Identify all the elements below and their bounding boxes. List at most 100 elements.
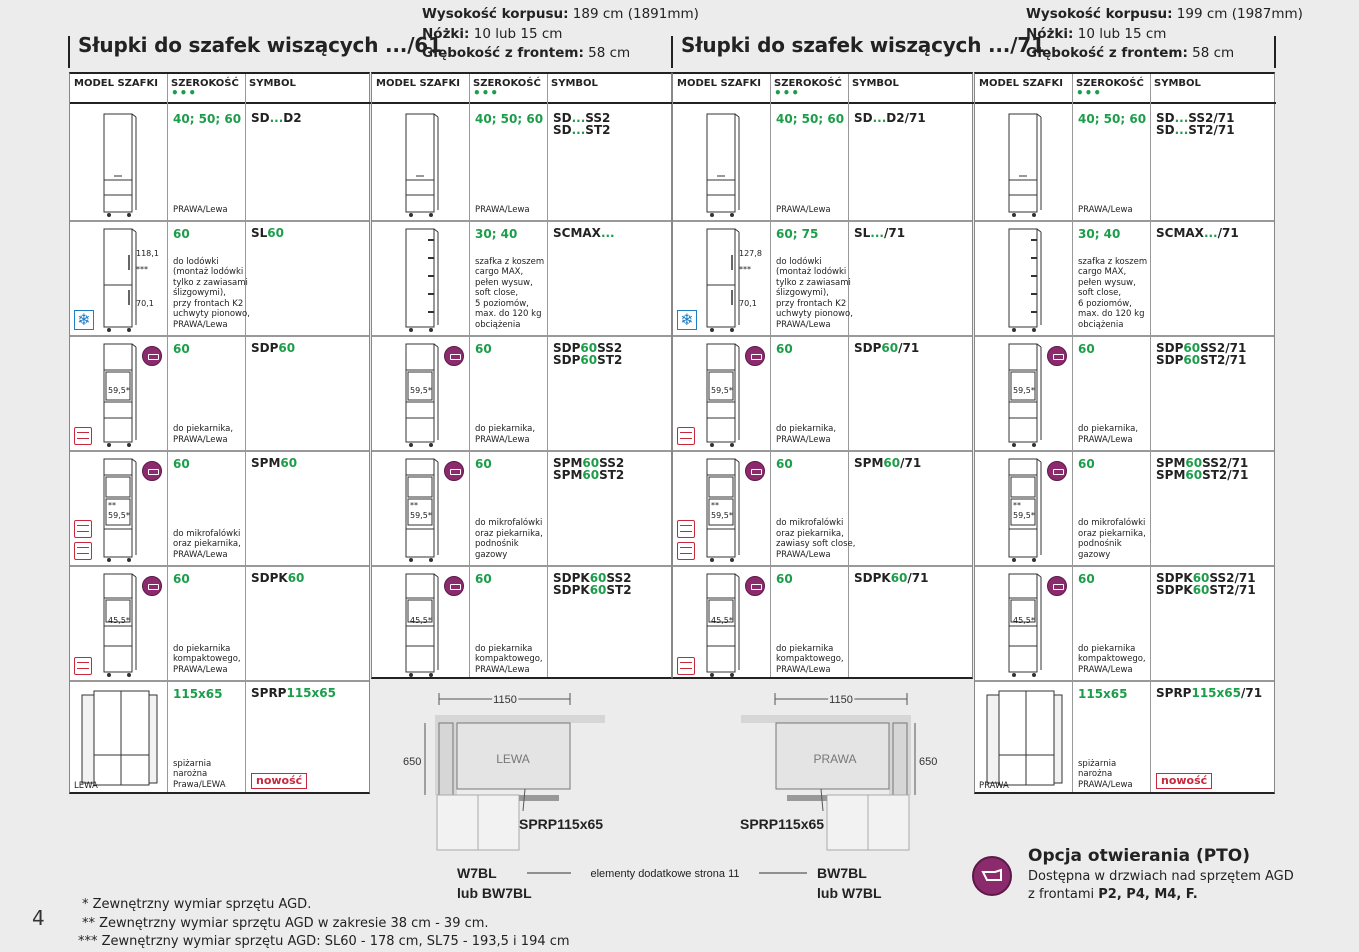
row-divider (975, 450, 1274, 452)
variant-note: szafka z koszem cargo MAX, pełen wysuw, … (475, 256, 545, 330)
fridge-snowflake-icon: ❄ (74, 310, 94, 330)
width-values: 60 (475, 457, 492, 471)
new-badge: nowość (1156, 773, 1213, 789)
row-divider (372, 220, 671, 222)
column-divider (770, 74, 771, 677)
dimension-label: 59,5* (1013, 386, 1035, 395)
section-title-left: Słupki do szafek wiszących .../61 (78, 33, 442, 57)
column-divider (167, 74, 168, 792)
fridge-snowflake-icon: ❄ (677, 310, 697, 330)
plan-left-side-a: W7BL (457, 865, 497, 881)
footnote-3: *** Zewnętrzny wymiar sprzętu AGD: SL60 … (78, 934, 570, 949)
corner-plan-diagrams: 1150 LEWA 650 SPRP115x65 W7BL lub BW7BL … (403, 692, 937, 901)
cabinet-drawing (103, 113, 137, 217)
cabinet-drawing (405, 113, 439, 217)
width-values: 60 (1078, 572, 1095, 586)
width-values: 60; 75 (776, 227, 819, 241)
variant-note: do piekarnika kompaktowego, PRAWA/Lewa (475, 643, 543, 675)
pto-line2: z frontami P2, P4, M4, F. (1028, 887, 1198, 902)
dimension-label: 59,5* (108, 386, 130, 395)
width-values: 40; 50; 60 (776, 112, 845, 126)
oven-icon (74, 427, 92, 445)
column-header-dots: ••• (171, 86, 198, 100)
width-values: 40; 50; 60 (475, 112, 544, 126)
symbol-code: SD...D2/71 (854, 111, 926, 125)
dimension-label: ** (410, 501, 418, 510)
column-header-width: SZEROKOŚĆ••• (469, 74, 547, 104)
row-divider (70, 220, 369, 222)
width-values: 40; 50; 60 (173, 112, 242, 126)
variant-note: PRAWA/Lewa (776, 204, 831, 215)
corner-side-label: PRAWA (979, 781, 1009, 791)
page-number: 4 (32, 906, 45, 930)
row-divider (673, 220, 972, 222)
row-divider (372, 565, 671, 567)
symbol-code: SDPK60 (251, 571, 305, 585)
variant-note: PRAWA/Lewa (1078, 204, 1133, 215)
variant-note: do lodówki (montaż lodówki tylko z zawia… (776, 256, 853, 330)
microwave-icon (74, 520, 92, 538)
cabinet-drawing (103, 573, 137, 677)
cabinet-drawing (1008, 228, 1042, 332)
plan-left-dim-width: 1150 (493, 694, 517, 706)
variant-note: do piekarnika kompaktowego, PRAWA/Lewa (776, 643, 844, 675)
dimension-label: ** (711, 501, 719, 510)
symbol-code: SPM60/71 (854, 456, 922, 470)
column-header-symbol: SYMBOL (848, 74, 974, 104)
plan-left-product: SPRP115x65 (519, 816, 603, 832)
pto-icon (972, 856, 1012, 896)
width-values: 60 (1078, 342, 1095, 356)
symbol-code: SPM60 (251, 456, 298, 470)
column-header-dots: ••• (774, 86, 801, 100)
variant-note: do piekarnika, PRAWA/Lewa (1078, 424, 1139, 445)
spec-left: Wysokość korpusu: 189 cm (1891mm) Nóżki:… (422, 6, 699, 61)
section-bar-left (68, 36, 70, 68)
row-divider (70, 680, 369, 682)
width-values: 40; 50; 60 (1078, 112, 1147, 126)
dimension-label: ** (108, 501, 116, 510)
dimension-label: 118,1 (136, 249, 159, 258)
symbol-code: SL.../71 (854, 226, 906, 240)
width-values: 60 (776, 572, 793, 586)
footnote-2: ** Zewnętrzny wymiar sprzętu AGD w zakre… (82, 916, 489, 931)
dimension-label: 45,5* (711, 616, 733, 625)
column-header-symbol: SYMBOL (1150, 74, 1276, 104)
variant-note: PRAWA/Lewa (173, 204, 228, 215)
symbol-code: SCMAX.../71 (1156, 226, 1239, 240)
width-values: 60 (1078, 457, 1095, 471)
symbol-code: SCMAX... (553, 226, 615, 240)
symbol-code: SL60 (251, 226, 284, 240)
pto-line1: Dostępna w drzwiach nad sprzętem AGD (1028, 869, 1294, 884)
dimension-label: *** (136, 265, 148, 274)
variant-note: do piekarnika kompaktowego, PRAWA/Lewa (173, 643, 241, 675)
width-values: 60 (173, 342, 190, 356)
row-divider (673, 565, 972, 567)
variant-note: do piekarnika kompaktowego, PRAWA/Lewa (1078, 643, 1146, 675)
dimension-label: 45,5* (1013, 616, 1035, 625)
variant-note: spiżarnia narożna Prawa/LEWA (173, 758, 226, 790)
column-header-dots: ••• (1076, 86, 1103, 100)
row-divider (372, 335, 671, 337)
column-header-width: SZEROKOŚĆ••• (1072, 74, 1150, 104)
footnote-1: * Zewnętrzny wymiar sprzętu AGD. (82, 897, 312, 912)
pto-option-icon (142, 346, 162, 366)
variant-note: PRAWA/Lewa (475, 204, 530, 215)
row-divider (975, 220, 1274, 222)
row-divider (975, 335, 1274, 337)
oven-icon (74, 542, 92, 560)
pto-option-icon (1047, 461, 1067, 481)
cabinet-drawing (405, 458, 439, 562)
dimension-label: 59,5* (108, 511, 130, 520)
spec-right: Wysokość korpusu: 199 cm (1987mm) Nóżki:… (1026, 6, 1303, 61)
oven-icon (677, 542, 695, 560)
cabinet-drawing (405, 573, 439, 677)
cabinet-drawing (706, 113, 740, 217)
variant-note: do piekarnika, PRAWA/Lewa (173, 424, 234, 445)
pto-option-icon (142, 461, 162, 481)
column-header-width: SZEROKOŚĆ••• (770, 74, 848, 104)
oven-icon (677, 427, 695, 445)
dimension-label: 59,5* (711, 386, 733, 395)
